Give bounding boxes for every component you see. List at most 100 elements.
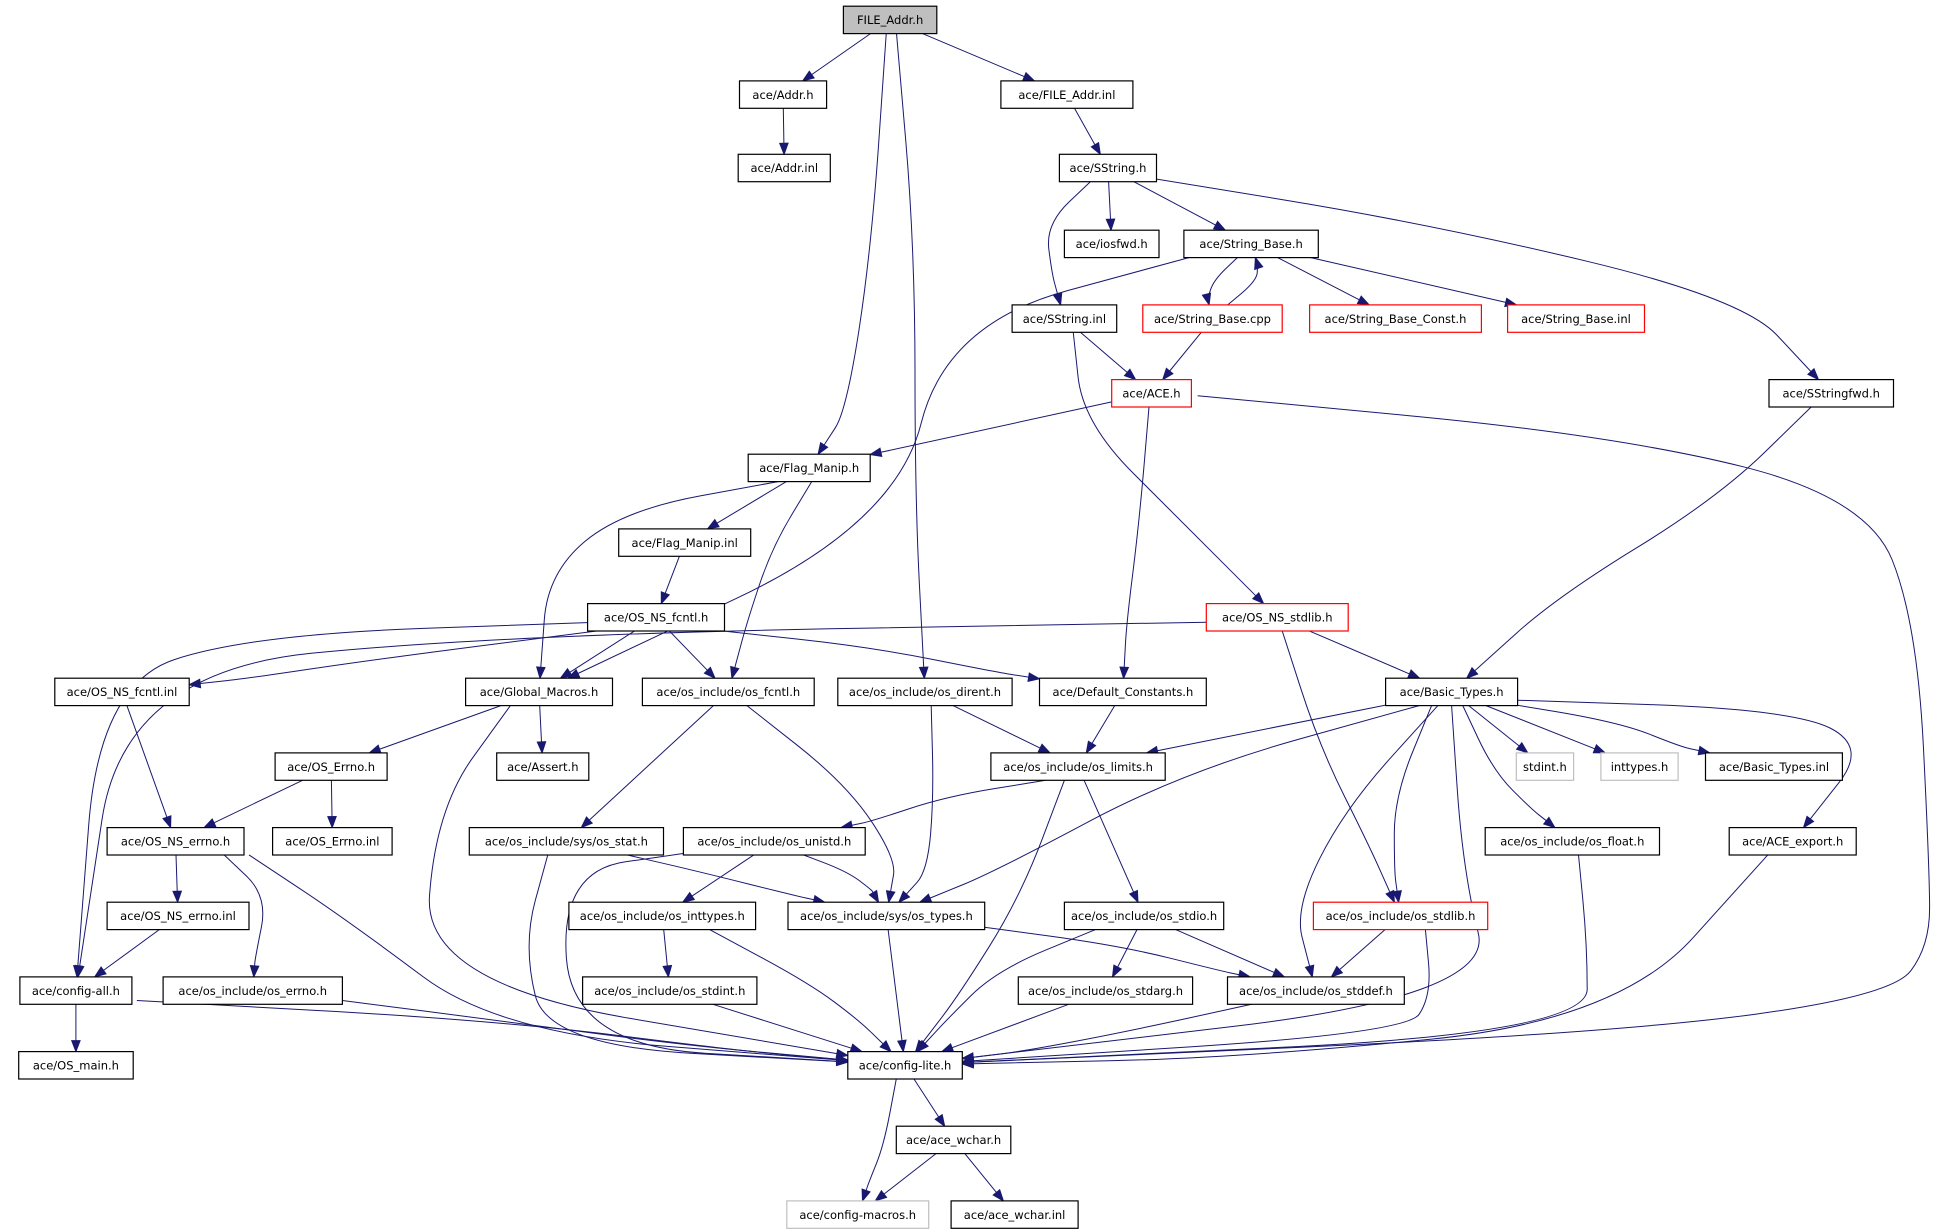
node-ace-addr-h[interactable]: ace/Addr.h <box>738 80 828 109</box>
node-ace-os-include-os-stdio-h[interactable]: ace/os_include/os_stdio.h <box>1063 901 1225 931</box>
node-ace-ace-wchar-h[interactable]: ace/ace_wchar.h <box>895 1125 1012 1155</box>
node-ace-flag-manip-inl[interactable]: ace/Flag_Manip.inl <box>618 528 752 557</box>
node-ace-string-base-h[interactable]: ace/String_Base.h <box>1183 229 1319 259</box>
node-ace-config-lite-h[interactable]: ace/config-lite.h <box>847 1050 963 1080</box>
node-ace-os-include-os-errno-h[interactable]: ace/os_include/os_errno.h <box>162 976 344 1005</box>
edge-n7-to-n16 <box>1072 330 1265 605</box>
edge-n18-to-n24 <box>536 705 547 755</box>
edge-n31-to-n37 <box>616 851 827 905</box>
node-ace-os-errno-inl[interactable]: ace/OS_Errno.inl <box>272 826 393 856</box>
node-ace-os-ns-stdlib-h[interactable]: ace/OS_NS_stdlib.h <box>1205 602 1349 632</box>
edge-arrowhead <box>1085 740 1097 755</box>
node-ace-basic-types-inl[interactable]: ace/Basic_Types.inl <box>1704 752 1843 781</box>
node-ace-string-base-const-h[interactable]: ace/String_Base_Const.h <box>1308 304 1482 333</box>
node-ace-os-ns-errno-inl[interactable]: ace/OS_NS_errno.inl <box>106 901 250 931</box>
node-label: ace/ace_wchar.h <box>906 1133 1001 1147</box>
node-ace-os-ns-errno-h[interactable]: ace/OS_NS_errno.h <box>106 826 245 856</box>
edge-arrowhead <box>868 889 880 904</box>
node-label: ace/OS_NS_stdlib.h <box>1222 610 1333 624</box>
edge-line <box>1080 331 1128 373</box>
node-label: ace/Assert.h <box>507 760 578 774</box>
node-ace-sstring-inl[interactable]: ace/SString.inl <box>1011 304 1118 333</box>
node-inttypes-h[interactable]: inttypes.h <box>1600 752 1679 781</box>
edge-n19-to-n31 <box>580 705 714 829</box>
node-ace-string-base-cpp[interactable]: ace/String_Base.cpp <box>1142 304 1283 333</box>
node-label: ace/String_Base.cpp <box>1154 312 1271 326</box>
edge-n29-to-n35 <box>172 854 183 904</box>
edge-arrowhead <box>660 591 671 605</box>
edge-n46-to-n48 <box>861 1078 897 1203</box>
edge-n36-to-n42 <box>662 929 673 979</box>
node-box <box>737 153 831 183</box>
edge-arrowhead <box>706 518 720 530</box>
node-box <box>106 901 250 931</box>
node-ace-os-include-os-limits-h[interactable]: ace/os_include/os_limits.h <box>990 752 1166 781</box>
edge-n8-to-n11 <box>1161 331 1202 381</box>
node-ace-assert-h[interactable]: ace/Assert.h <box>496 752 590 781</box>
node-ace-os-errno-h[interactable]: ace/OS_Errno.h <box>274 752 388 781</box>
node-ace-config-macros-h[interactable]: ace/config-macros.h <box>786 1200 930 1229</box>
edge-line <box>782 108 785 144</box>
node-ace-os-include-os-stdarg-h[interactable]: ace/os_include/os_stdarg.h <box>1017 976 1194 1005</box>
node-ace-os-include-os-stdlib-h[interactable]: ace/os_include/os_stdlib.h <box>1312 901 1489 931</box>
node-ace-sstringfwd-h[interactable]: ace/SStringfwd.h <box>1768 379 1895 408</box>
node-label: ace/ace_wchar.inl <box>964 1208 1066 1222</box>
node-box <box>895 1125 1012 1155</box>
edge-line <box>565 851 837 1062</box>
node-label: ace/os_include/sys/os_types.h <box>800 909 973 923</box>
node-file-addr-h[interactable]: FILE_Addr.h <box>842 5 938 35</box>
node-label: ace/OS_Errno.h <box>287 760 375 774</box>
node-ace-os-ns-fcntl-h[interactable]: ace/OS_NS_fcntl.h <box>586 602 726 632</box>
node-ace-os-include-sys-os-stat-h[interactable]: ace/os_include/sys/os_stat.h <box>468 826 665 856</box>
node-ace-os-include-os-dirent-h[interactable]: ace/os_include/os_dirent.h <box>837 677 1013 707</box>
edge-line <box>379 705 502 750</box>
node-ace-os-ns-fcntl-inl[interactable]: ace/OS_NS_fcntl.inl <box>54 677 190 707</box>
node-label: ace/OS_NS_fcntl.inl <box>67 685 178 699</box>
node-label: ace/os_include/os_stdio.h <box>1071 909 1217 923</box>
edge-line <box>924 929 1096 1044</box>
node-label: ace/os_include/os_stdint.h <box>594 984 745 998</box>
edge-arrowhead <box>187 678 202 689</box>
edge-arrowhead <box>536 666 546 680</box>
node-ace-ace-export-h[interactable]: ace/ACE_export.h <box>1728 826 1857 856</box>
edge-arrowhead <box>1105 218 1116 232</box>
edge-arrowhead <box>1037 743 1052 754</box>
edge-line <box>213 779 303 824</box>
node-ace-basic-types-h[interactable]: ace/Basic_Types.h <box>1384 677 1519 707</box>
node-ace-string-base-inl[interactable]: ace/String_Base.inl <box>1506 304 1646 333</box>
edge-arrowhead <box>897 890 911 904</box>
node-ace-flag-manip-h[interactable]: ace/Flag_Manip.h <box>747 453 871 483</box>
node-ace-file-addr-inl[interactable]: ace/FILE_Addr.inl <box>1000 80 1134 109</box>
node-box <box>1063 229 1160 259</box>
node-ace-os-include-sys-os-types-h[interactable]: ace/os_include/sys/os_types.h <box>787 901 986 931</box>
node-ace-global-macros-h[interactable]: ace/Global_Macros.h <box>465 677 614 707</box>
edge-n29-to-n41 <box>223 854 264 979</box>
node-ace-os-include-os-stdint-h[interactable]: ace/os_include/os_stdint.h <box>581 976 758 1005</box>
node-ace-os-main-h[interactable]: ace/OS_main.h <box>18 1050 134 1080</box>
node-ace-os-include-os-stddef-h[interactable]: ace/os_include/os_stddef.h <box>1226 976 1405 1005</box>
edge-arrowhead <box>918 893 933 903</box>
edge-line <box>913 1078 940 1118</box>
edge-arrowhead <box>327 815 337 830</box>
edge-n46-to-n47 <box>913 1078 946 1128</box>
node-stdint-h[interactable]: stdint.h <box>1515 752 1575 781</box>
node-ace-default-constants-h[interactable]: ace/Default_Constants.h <box>1038 677 1207 707</box>
edge-line <box>1468 705 1520 747</box>
node-ace-os-include-os-fcntl-h[interactable]: ace/os_include/os_fcntl.h <box>641 677 815 707</box>
node-ace-os-include-os-inttypes-h[interactable]: ace/os_include/os_inttypes.h <box>568 901 757 931</box>
edge-arrowhead <box>778 142 789 156</box>
edge-n4-to-n12 <box>1126 173 1820 381</box>
node-ace-addr-inl[interactable]: ace/Addr.inl <box>737 153 831 183</box>
node-ace-iosfwd-h[interactable]: ace/iosfwd.h <box>1063 229 1160 259</box>
node-ace-config-all-h[interactable]: ace/config-all.h <box>19 976 133 1005</box>
node-ace-sstring-h[interactable]: ace/SString.h <box>1058 153 1158 183</box>
node-label: ace/os_include/os_dirent.h <box>849 685 1001 699</box>
edge-n42-to-n46 <box>712 1003 864 1053</box>
edge-line <box>528 854 837 1062</box>
node-ace-os-include-os-float-h[interactable]: ace/os_include/os_float.h <box>1484 826 1661 856</box>
node-ace-ace-wchar-inl[interactable]: ace/ace_wchar.inl <box>950 1200 1079 1229</box>
node-ace-os-include-os-unistd-h[interactable]: ace/os_include/os_unistd.h <box>682 826 866 856</box>
edge-n47-to-n49 <box>964 1153 1005 1202</box>
node-ace-ace-h[interactable]: ace/ACE.h <box>1111 379 1192 408</box>
